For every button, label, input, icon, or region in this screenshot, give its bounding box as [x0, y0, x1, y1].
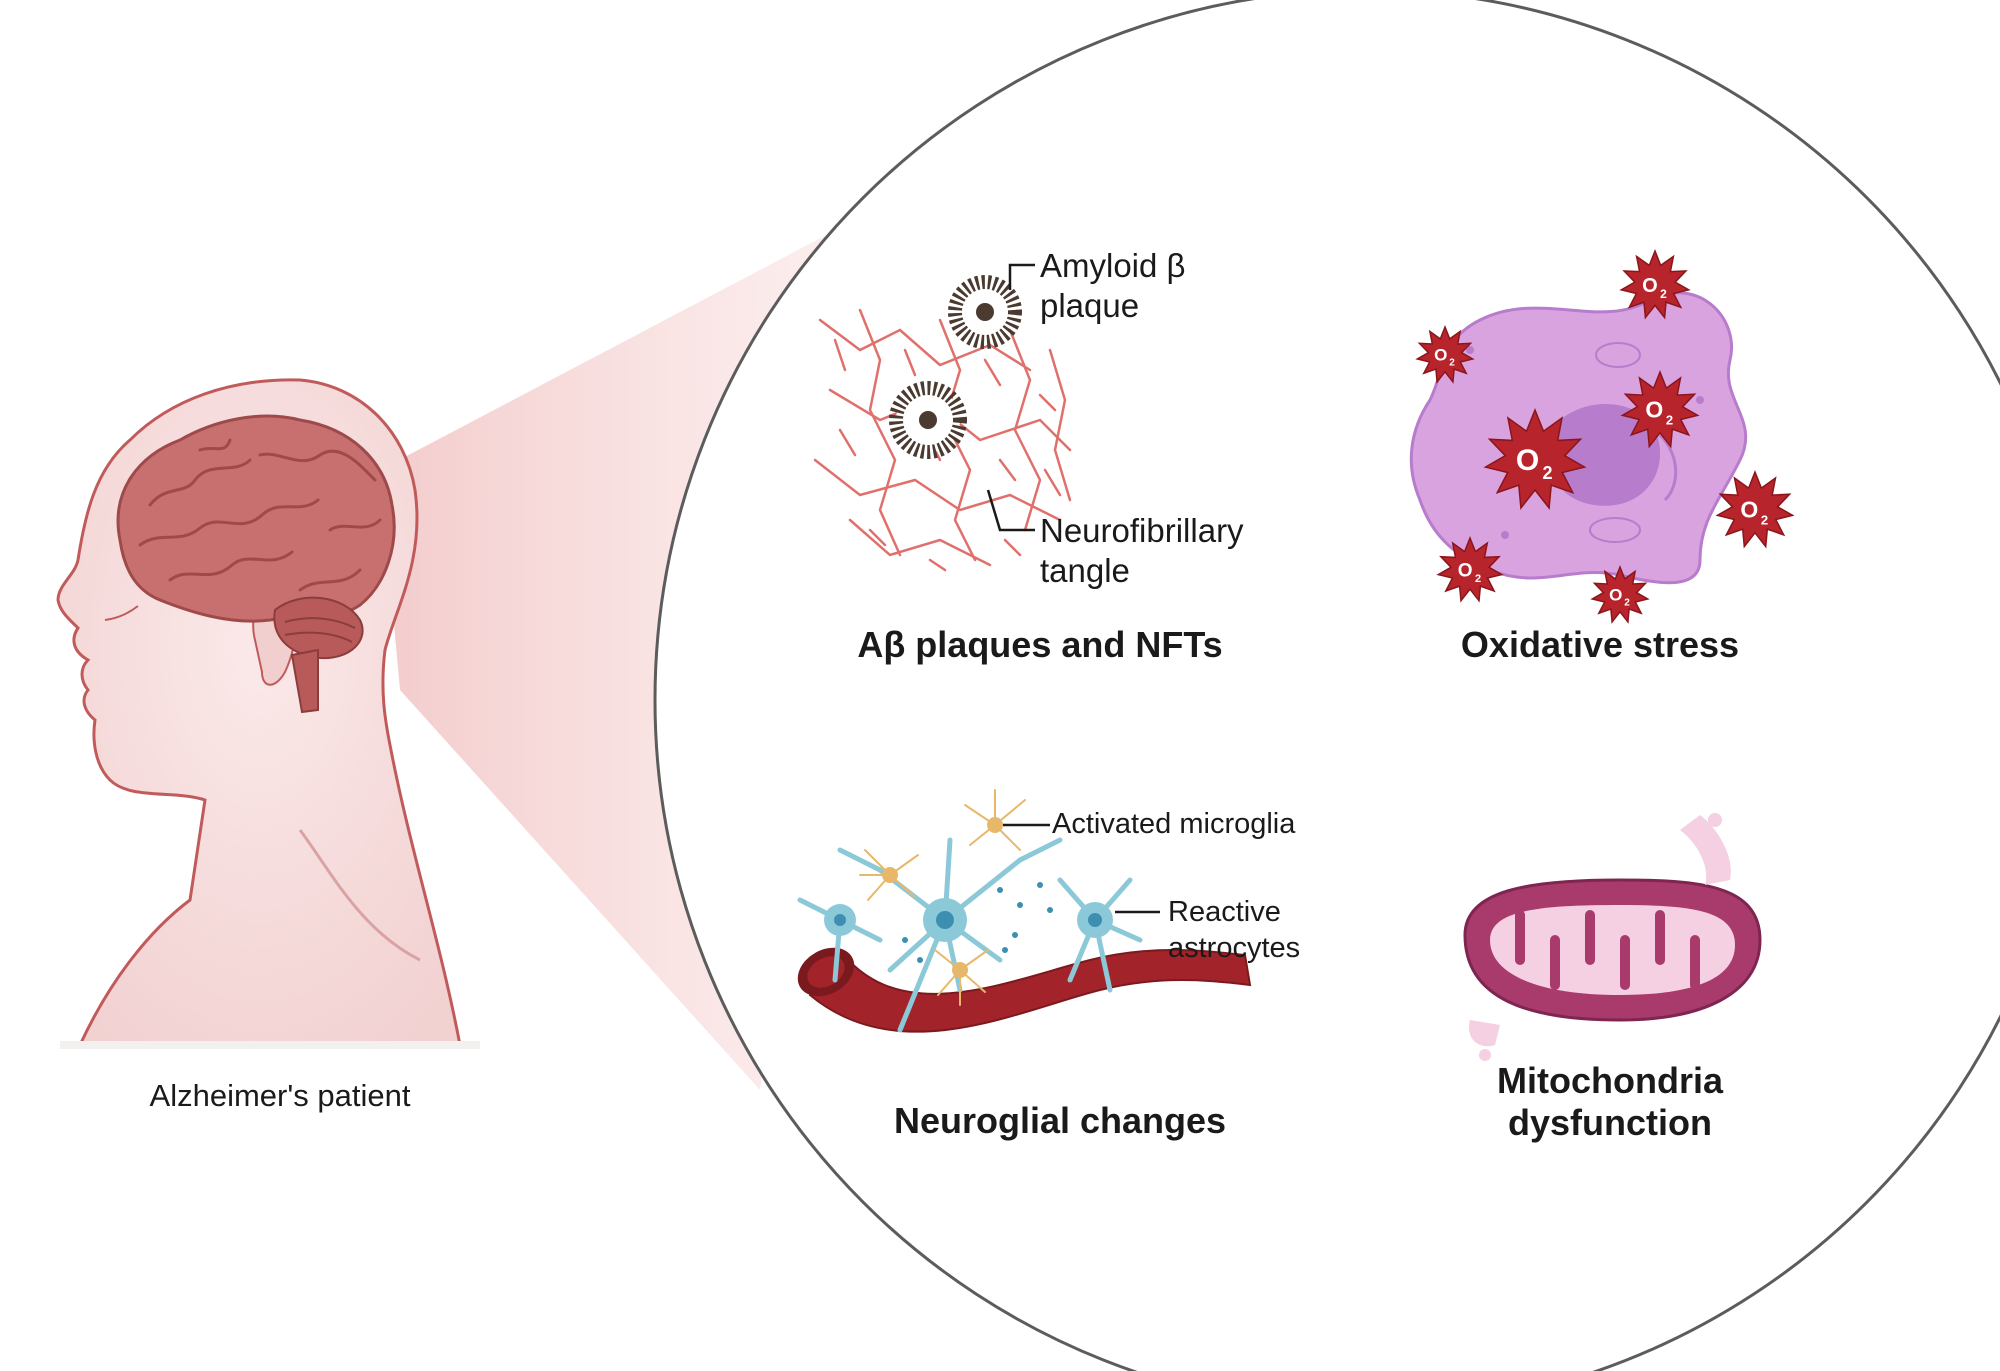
stressed-cell — [1409, 291, 1748, 585]
microglia-callout: Activated microglia — [1052, 808, 1296, 840]
activated-microglia — [859, 789, 1031, 1006]
ros-star-3 — [1620, 369, 1700, 449]
ros-subscript-5: 2 — [1761, 512, 1768, 527]
brain-illustration — [116, 414, 396, 714]
ros-star-6 — [1436, 535, 1504, 603]
ros-label-5: O — [1740, 497, 1758, 523]
ros-subscript-2: 2 — [1449, 358, 1455, 369]
ros-label-2: O — [1434, 346, 1447, 365]
oxidative-panel-title: Oxidative stress — [1460, 624, 1740, 665]
ros-subscript-3: 2 — [1666, 412, 1673, 427]
amyloid-plaque — [889, 275, 1022, 459]
microglia-bodies — [882, 817, 1003, 978]
ros-subscript-1: 2 — [1660, 287, 1667, 301]
ros-label-1: O — [1642, 275, 1658, 297]
ros-subscript-7: 2 — [1624, 598, 1630, 609]
ros-star-5 — [1715, 469, 1795, 549]
ros-subscript-6: 2 — [1475, 573, 1481, 585]
tangle-callout-line1: Neurofibrillary — [1040, 512, 1244, 549]
plaque-leader-line — [1008, 263, 1035, 290]
neuroglial-panel-title: Neuroglial changes — [893, 1100, 1227, 1141]
astrocyte-callout-line1: Reactive — [1168, 896, 1281, 928]
ros-star-4 — [1483, 407, 1587, 510]
ros-subscript-4: 2 — [1542, 463, 1552, 483]
ros-label-3: O — [1645, 397, 1663, 423]
magnifier-circle — [653, 0, 2000, 1371]
astrocyte-nuclei — [834, 911, 1102, 929]
damaged-mitochondrion — [1463, 813, 1762, 1061]
patient-label: Alzheimer's patient — [149, 1078, 411, 1113]
plaque-callout-line2: plaque — [1040, 287, 1140, 324]
ros-label-6: O — [1458, 560, 1473, 581]
tangle-callout-line2: tangle — [1040, 552, 1130, 589]
ros-label-7: O — [1609, 586, 1622, 605]
cytokine-dots — [902, 882, 1053, 963]
plaques-panel-title: Aβ plaques and NFTs — [857, 624, 1223, 665]
tangle-leader-line — [986, 489, 1035, 532]
ros-star-2 — [1415, 324, 1475, 384]
ros-star-7 — [1590, 564, 1650, 624]
mito-panel-title-line2: dysfunction — [1508, 1102, 1712, 1143]
mito-panel-title-line1: Mitochondria — [1497, 1060, 1723, 1101]
ros-label-4: O — [1516, 444, 1539, 477]
ros-star-1 — [1619, 248, 1691, 320]
astrocyte-callout-line2: astrocytes — [1168, 932, 1301, 964]
plaque-callout-line1: Amyloid β — [1040, 247, 1186, 284]
blood-vessel — [797, 947, 1252, 1033]
